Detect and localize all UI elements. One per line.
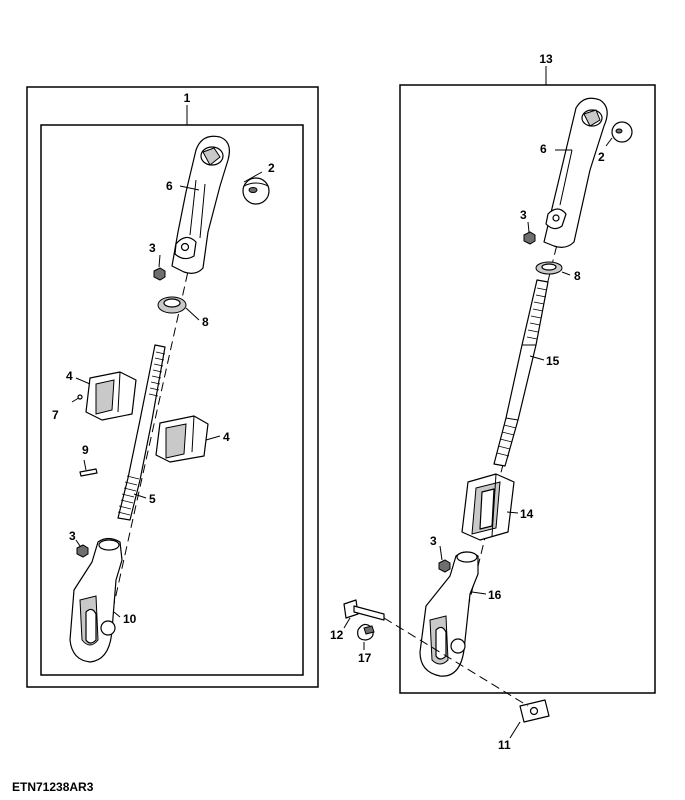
callout-17: 17 <box>358 651 372 665</box>
callout-4-left-b: 4 <box>223 430 230 444</box>
right-arm-housing <box>543 97 608 248</box>
callout-3-left-bottom: 3 <box>69 529 76 543</box>
callout-16: 16 <box>488 588 502 602</box>
callout-5: 5 <box>149 492 156 506</box>
left-roll-pin <box>79 468 98 477</box>
callout-3-left-top: 3 <box>149 241 156 255</box>
right-clip-assembly <box>461 473 515 541</box>
left-arm-housing <box>171 135 230 274</box>
right-bushing <box>535 261 563 275</box>
left-ball <box>242 177 270 205</box>
left-clip-lower <box>155 415 209 463</box>
left-inner-frame <box>40 124 304 676</box>
left-nut-bottom <box>76 544 89 558</box>
callout-8-right: 8 <box>574 269 581 283</box>
left-outer-frame <box>26 86 319 688</box>
left-threaded-rod <box>117 344 166 521</box>
callout-7: 7 <box>52 408 59 422</box>
right-ball <box>611 121 633 143</box>
callout-6-left: 6 <box>166 179 173 193</box>
callout-4-left-a: 4 <box>66 369 73 383</box>
callout-10: 10 <box>123 612 137 626</box>
left-assembly-group: 1 <box>26 86 319 688</box>
callout-11: 11 <box>498 738 511 752</box>
right-threaded-rod <box>493 279 549 467</box>
figure-reference-code: ETN71238AR3 <box>12 780 94 794</box>
right-clevis-pin <box>343 599 385 621</box>
right-nut-bottom <box>438 559 451 573</box>
callout-2-right: 2 <box>598 150 605 164</box>
right-nut-top <box>523 231 536 245</box>
callout-8-left: 8 <box>202 315 209 329</box>
callout-14: 14 <box>520 507 534 521</box>
callout-2-left: 2 <box>268 161 275 175</box>
callout-13: 13 <box>539 52 553 66</box>
left-nut-top <box>153 267 166 281</box>
callout-3-right-bottom: 3 <box>430 534 437 548</box>
left-pin <box>71 394 83 403</box>
left-clip-upper <box>85 371 137 421</box>
right-assembly-group: 13 <box>330 52 656 752</box>
right-plate <box>519 699 550 723</box>
left-bushing <box>157 296 187 314</box>
right-retainer-clip <box>357 623 375 641</box>
right-frame <box>399 84 656 694</box>
callout-6-right: 6 <box>540 142 547 156</box>
callout-15: 15 <box>546 354 560 368</box>
callout-3-right-top: 3 <box>520 208 527 222</box>
callout-12: 12 <box>330 628 344 642</box>
callout-9: 9 <box>82 443 89 457</box>
left-yoke <box>69 537 123 663</box>
callout-1: 1 <box>184 91 191 105</box>
